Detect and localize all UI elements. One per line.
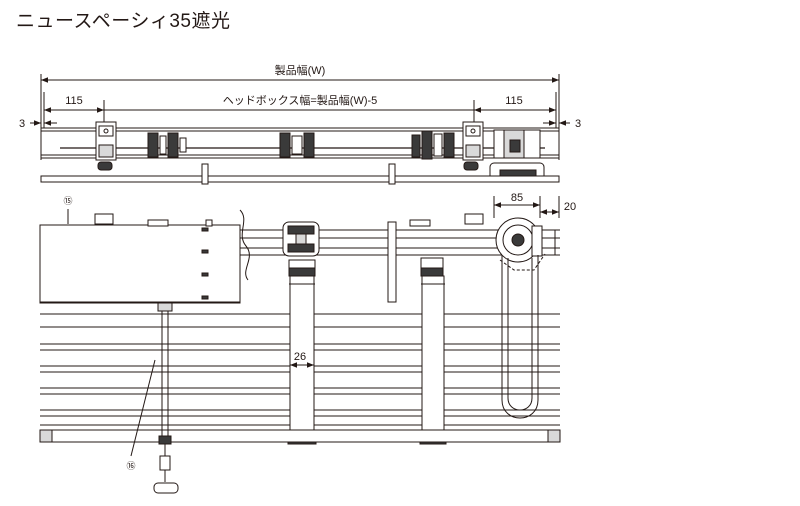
- mechanism-1: [147, 132, 187, 158]
- bottom-rail: [39, 429, 561, 443]
- callout-headbox: ⑮: [63, 196, 72, 206]
- top-view: [30, 74, 570, 185]
- bracket-left: [95, 121, 117, 171]
- pulley-front: [495, 217, 546, 419]
- product-width-label: 製品幅(W): [275, 63, 326, 77]
- headbox-front: [39, 224, 241, 304]
- mechanism-3: [411, 130, 455, 160]
- pulley-width-label: 85: [511, 192, 523, 204]
- right-offset-label: 115: [505, 95, 523, 107]
- right-gap-label: 3: [575, 118, 581, 130]
- bracket-right: [462, 121, 484, 171]
- page-title: ニュースペーシィ35遮光: [16, 11, 231, 32]
- left-gap-label: 3: [19, 118, 25, 130]
- left-offset-label: 115: [65, 95, 83, 107]
- mechanism-2: [279, 132, 315, 158]
- pulley-offset-label: 20: [564, 201, 576, 213]
- front-view: [39, 196, 561, 494]
- bottom-rail-top: [40, 175, 560, 183]
- pulley-housing-top: [489, 129, 545, 183]
- wand: [153, 302, 179, 494]
- headbox-width-label: ヘッドボックス幅=製品幅(W)-5: [223, 93, 378, 107]
- front-mechanism: [282, 221, 320, 277]
- ladder-width-label: 26: [294, 351, 306, 363]
- callout-wand: ⑯: [126, 461, 135, 471]
